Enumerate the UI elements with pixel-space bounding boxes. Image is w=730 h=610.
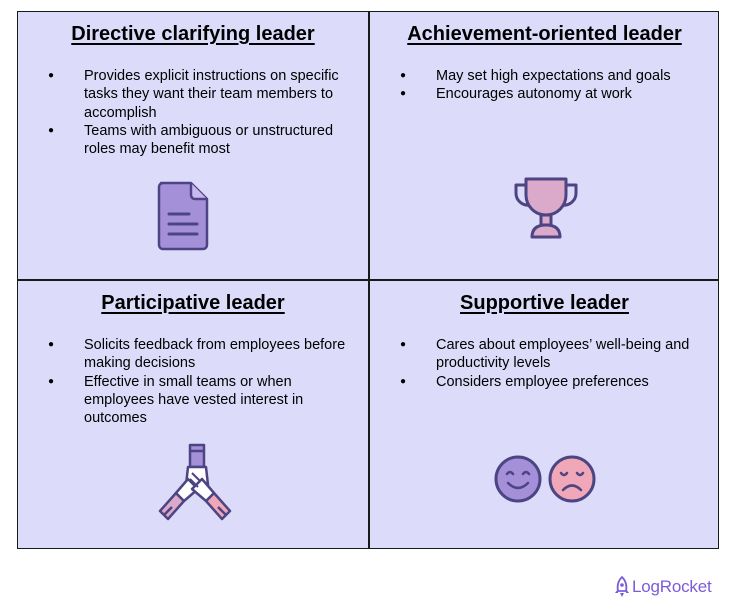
- bullet-list: Provides explicit instructions on specif…: [48, 67, 358, 158]
- bullet-item: Considers employee preferences: [400, 373, 712, 392]
- leadership-styles-grid: Directive clarifying leader Provides exp…: [17, 11, 719, 549]
- bullet-item: Effective in small teams or when employe…: [48, 373, 358, 428]
- quadrant-supportive: Supportive leader Cares about employees’…: [370, 281, 719, 549]
- logo-text: LogRocket: [632, 577, 712, 596]
- quadrant-title: Directive clarifying leader: [71, 23, 315, 45]
- quadrant-directive-clarifying: Directive clarifying leader Provides exp…: [18, 12, 368, 279]
- hands-together-icon: [158, 443, 232, 521]
- happy-face-icon: [494, 455, 542, 503]
- horizontal-divider: [18, 279, 718, 281]
- document-icon: [157, 181, 209, 251]
- rocket-icon: [615, 576, 629, 597]
- bullet-item: Solicits feedback from employees before …: [48, 336, 358, 373]
- quadrant-title: Participative leader: [101, 292, 285, 314]
- bullet-item: Cares about employees’ well-being and pr…: [400, 336, 712, 373]
- trophy-icon: [514, 177, 578, 239]
- quadrant-participative: Participative leader Solicits feedback f…: [18, 281, 368, 549]
- bullet-list: Solicits feedback from employees before …: [48, 336, 358, 427]
- quadrant-title: Achievement-oriented leader: [407, 23, 682, 45]
- bullet-item: Encourages autonomy at work: [400, 85, 712, 104]
- bullet-item: May set high expectations and goals: [400, 67, 712, 86]
- logrocket-logo: LogRocket: [614, 576, 712, 598]
- bullet-item: Provides explicit instructions on specif…: [48, 67, 358, 122]
- bullet-list: Cares about employees’ well-being and pr…: [400, 336, 712, 391]
- sad-face-icon: [548, 455, 596, 503]
- quadrant-title: Supportive leader: [460, 292, 629, 314]
- bullet-item: Teams with ambiguous or unstructured rol…: [48, 122, 358, 159]
- quadrant-achievement-oriented: Achievement-oriented leader May set high…: [370, 12, 719, 279]
- bullet-list: May set high expectations and goals Enco…: [400, 67, 712, 104]
